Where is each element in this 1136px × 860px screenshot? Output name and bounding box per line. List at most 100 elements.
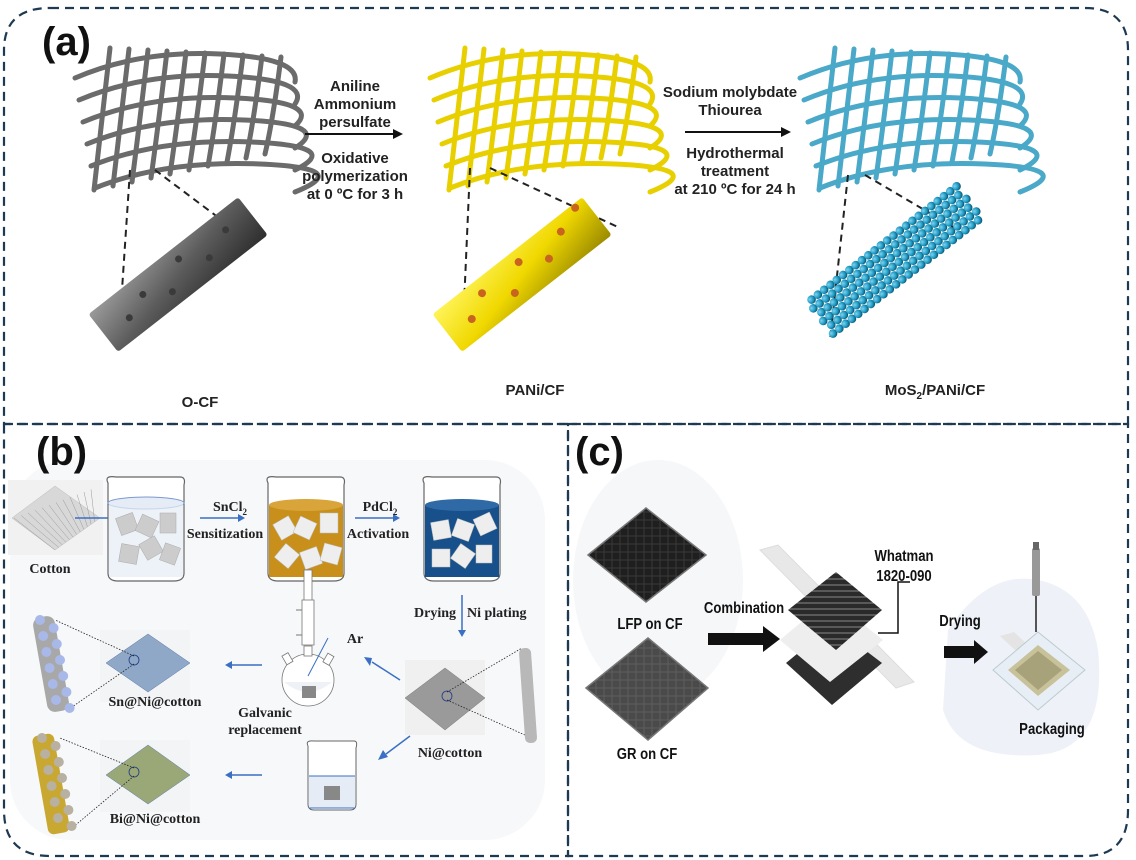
condition-temperature: at 210 ºC for 24 h (674, 181, 796, 198)
mos2-sphere (865, 259, 875, 269)
mos2-sphere (817, 307, 826, 317)
mesh-thread (797, 51, 1023, 85)
step2-conditions: Hydrothermal treatment at 210 ºC for 24 … (665, 145, 805, 199)
mos2-sphere (852, 300, 861, 310)
mos2-sphere (932, 228, 941, 237)
panel-c-label: (c) (575, 430, 624, 474)
mos2-sphere (846, 274, 856, 284)
mos2-sphere (940, 231, 950, 241)
galvanic-replacement-label: Galvanic replacement (220, 706, 310, 740)
mos2-sphere (938, 223, 948, 232)
mos2-sphere (913, 242, 923, 252)
mesh-thread (129, 47, 151, 185)
mesh-thread (541, 50, 563, 173)
particle (57, 773, 67, 783)
cotton-thread (41, 507, 70, 540)
mos2-sphere (935, 245, 945, 255)
sn-ni-cotton-fabric (33, 615, 191, 713)
mos2-sphere (866, 299, 876, 309)
mos2-sphere (961, 225, 970, 235)
bi-ni-cotton-fabric (32, 733, 191, 835)
mesh-thread (446, 45, 468, 193)
mesh-thread (262, 54, 284, 157)
drying-arrow-c (944, 640, 988, 664)
mos2-sphere (948, 235, 958, 245)
cotton-label: Cotton (29, 562, 71, 577)
mesh-thread (816, 45, 838, 193)
mos2-sphere (853, 269, 862, 279)
mesh-thread (949, 52, 971, 165)
mos2-sphere (890, 271, 899, 280)
mos2-sphere (839, 310, 849, 320)
mos2-sphere (897, 235, 906, 244)
mos2-sphere (888, 262, 897, 272)
condition-polymerization: polymerization (302, 168, 408, 185)
sn-ni-cotton-label: Sn@Ni@cotton (108, 695, 202, 710)
mesh-thread (427, 51, 653, 85)
reagent-ammonium: Ammonium (313, 96, 397, 113)
mos2-sphere (917, 229, 927, 238)
lfp-on-cf-label: LFP on CF (617, 616, 683, 633)
mos2-sphere (944, 218, 954, 227)
mos2-sphere (935, 205, 944, 215)
mos2-sphere (942, 240, 951, 250)
mesh-thread (987, 54, 1009, 157)
mos2-sphere (924, 224, 933, 233)
mos2-sphere (954, 190, 963, 200)
particle (35, 615, 45, 625)
mesh-thread (92, 161, 321, 195)
mos2-sphere (957, 208, 967, 217)
mesh-thread (813, 139, 1040, 173)
mos2-sphere (947, 195, 957, 205)
mesh-thread (167, 49, 189, 177)
whatman-leader (878, 581, 910, 634)
mesh-thread (892, 49, 914, 177)
mos2-sphere (900, 252, 910, 262)
mesh-thread (205, 51, 227, 169)
mos2-sphere (930, 219, 940, 228)
mesh-thread (911, 50, 933, 173)
mos2-sphere (959, 217, 968, 226)
reagent-thiourea: Thiourea (698, 102, 762, 119)
pdcl2-sub: 2 (392, 506, 398, 517)
packaged-cell (992, 542, 1086, 711)
particle (48, 623, 59, 633)
beaker-galvanic (306, 740, 358, 811)
panel-a-label: (a) (42, 20, 91, 64)
mesh-thread (617, 54, 639, 157)
cotton-thread (76, 494, 88, 527)
mos2-sphere (864, 290, 874, 300)
mesh-thread (560, 51, 582, 169)
mos2-rest: /PANi/CF (922, 382, 986, 399)
cotton-thread (62, 499, 81, 532)
mos2-sphere (841, 319, 850, 329)
mos2-sphere (914, 211, 924, 221)
mos2-sphere (971, 207, 981, 216)
mesh-thread (447, 161, 676, 195)
mos2-sphere (927, 201, 936, 211)
mos2-sphere (813, 290, 823, 299)
particle (64, 703, 75, 713)
mos2-sphere (905, 238, 914, 248)
cotton-thread (27, 512, 63, 545)
particle (63, 805, 74, 815)
mos2-sphere (963, 203, 973, 212)
ar-label: Ar (346, 632, 364, 647)
ni-cotton-fabric (404, 647, 537, 743)
mos2-sphere (908, 216, 917, 226)
mos2-pani-cf-fiber (807, 182, 983, 338)
mos2-sphere (856, 287, 866, 296)
mos2-sphere (923, 255, 932, 264)
mesh-thread (522, 49, 544, 177)
condition-hydrothermal: Hydrothermal (686, 145, 784, 162)
mos2-sphere (904, 270, 913, 279)
mos2-sphere (941, 200, 951, 210)
mos2-sphere (837, 301, 847, 311)
panel-a-zoom-details (89, 167, 983, 351)
particle (50, 741, 61, 751)
mos2-sphere (891, 280, 901, 289)
cotton-thread (48, 504, 74, 538)
sensitization-label: Sensitization (186, 527, 264, 542)
mos2-sphere (883, 276, 893, 285)
reagent-aniline: Aniline (329, 78, 380, 95)
